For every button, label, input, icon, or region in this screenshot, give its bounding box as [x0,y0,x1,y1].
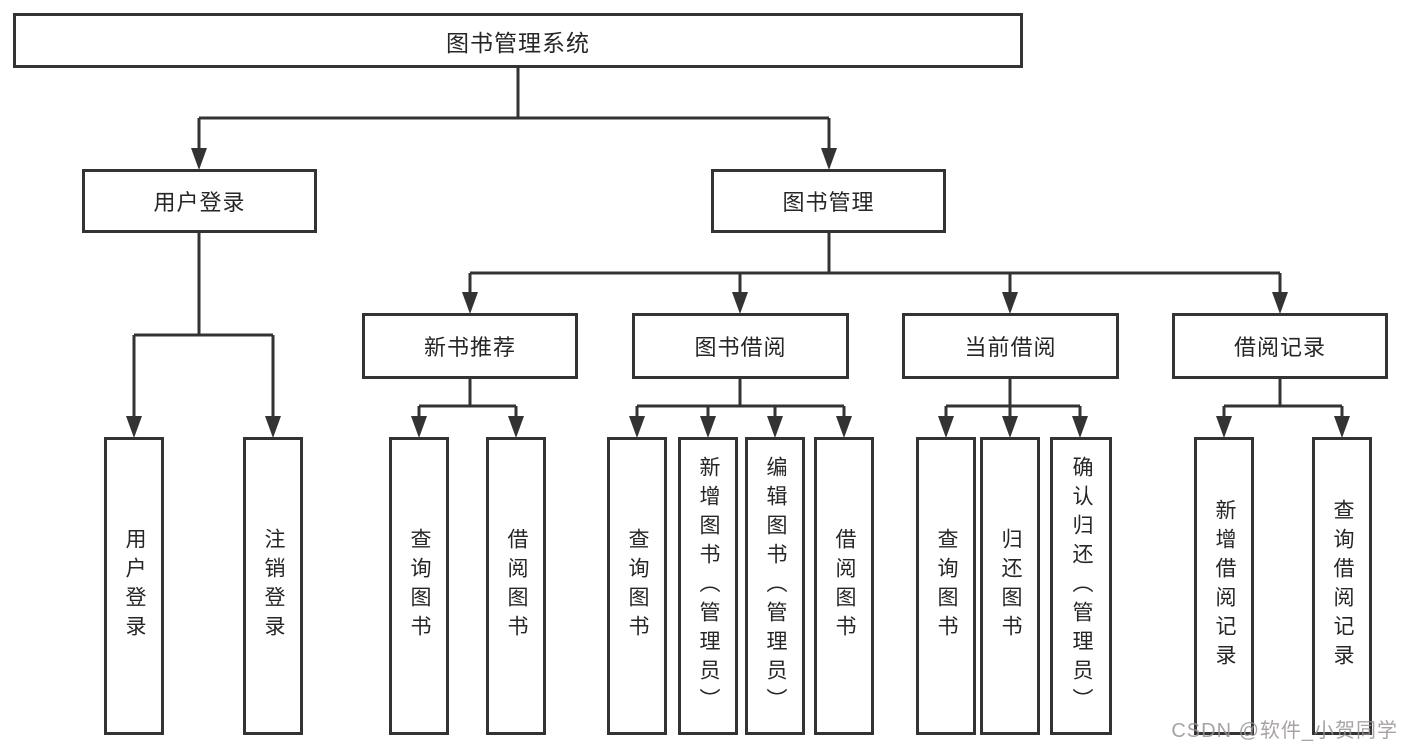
leaf-query-books-current: 查询图书 [916,437,976,735]
node-label: 查询图书 [408,528,431,644]
node-new-book-recommend: 新书推荐 [362,313,578,379]
leaf-query-borrow-record: 查询借阅记录 [1312,437,1372,735]
connector-user-login [132,233,275,418]
node-label: 用户登录 [153,190,246,215]
arrowhead [1272,292,1288,314]
arrowhead [821,148,837,170]
arrowheads [126,148,1350,438]
node-label: 查询借阅记录 [1331,499,1354,673]
node-label: 确认归还（管理员） [1070,455,1093,717]
leaf-user-login: 用户登录 [104,437,164,735]
connector-root [197,68,831,150]
node-label: 编辑图书（管理员） [764,455,787,717]
node-book-management: 图书管理 [711,169,946,233]
leaf-query-books-recommend: 查询图书 [389,437,449,735]
connector-current-borrow [944,379,1082,418]
node-label: 图书管理系统 [446,29,590,56]
node-library-system: 图书管理系统 [13,13,1023,68]
arrowhead [1216,416,1232,438]
node-label: 用户登录 [123,528,146,644]
leaf-add-books-admin: 新增图书（管理员） [678,437,738,735]
node-current-borrow: 当前借阅 [902,313,1119,379]
node-label: 借阅记录 [1233,335,1326,360]
arrowhead [767,416,783,438]
node-label: 图书管理 [782,190,875,215]
node-label: 新书推荐 [423,335,516,360]
arrowhead [629,416,645,438]
arrowhead [1002,292,1018,314]
connector-new-book [417,379,518,418]
arrowhead [508,416,524,438]
connector-borrow-record [1222,379,1344,418]
arrowhead [411,416,427,438]
node-label: 归还图书 [999,528,1022,644]
leaf-return-books: 归还图书 [980,437,1040,735]
node-label: 新增图书（管理员） [697,455,720,717]
arrowhead [462,292,478,314]
arrowhead [126,416,142,438]
connector-book-borrow [635,379,846,418]
arrowhead [1072,416,1088,438]
arrowhead [191,148,207,170]
leaf-add-borrow-record: 新增借阅记录 [1194,437,1254,735]
node-label: 借阅图书 [505,528,528,644]
node-book-borrow: 图书借阅 [632,313,849,379]
leaf-logout: 注销登录 [243,437,303,735]
leaf-edit-books-admin: 编辑图书（管理员） [745,437,805,735]
watermark: CSDN @软件_小贺同学 [1171,720,1398,742]
node-label: 借阅图书 [833,528,856,644]
node-label: 查询图书 [935,528,958,644]
arrowhead [938,416,954,438]
arrowhead [1334,416,1350,438]
connector-book-management [468,233,1282,294]
arrowhead [700,416,716,438]
node-label: 查询图书 [626,528,649,644]
arrowhead [836,416,852,438]
node-label: 新增借阅记录 [1213,499,1236,673]
arrowhead [1002,416,1018,438]
arrowhead [265,416,281,438]
leaf-borrow-books-recommend: 借阅图书 [486,437,546,735]
leaf-query-books-borrow: 查询图书 [607,437,667,735]
leaf-confirm-return-admin: 确认归还（管理员） [1050,437,1112,735]
leaf-borrow-books: 借阅图书 [814,437,874,735]
node-label: 注销登录 [262,528,285,644]
node-label: 图书借阅 [694,335,787,360]
node-label: 当前借阅 [964,335,1057,360]
arrowhead [732,292,748,314]
node-borrow-record: 借阅记录 [1172,313,1388,379]
node-user-login: 用户登录 [82,169,317,233]
